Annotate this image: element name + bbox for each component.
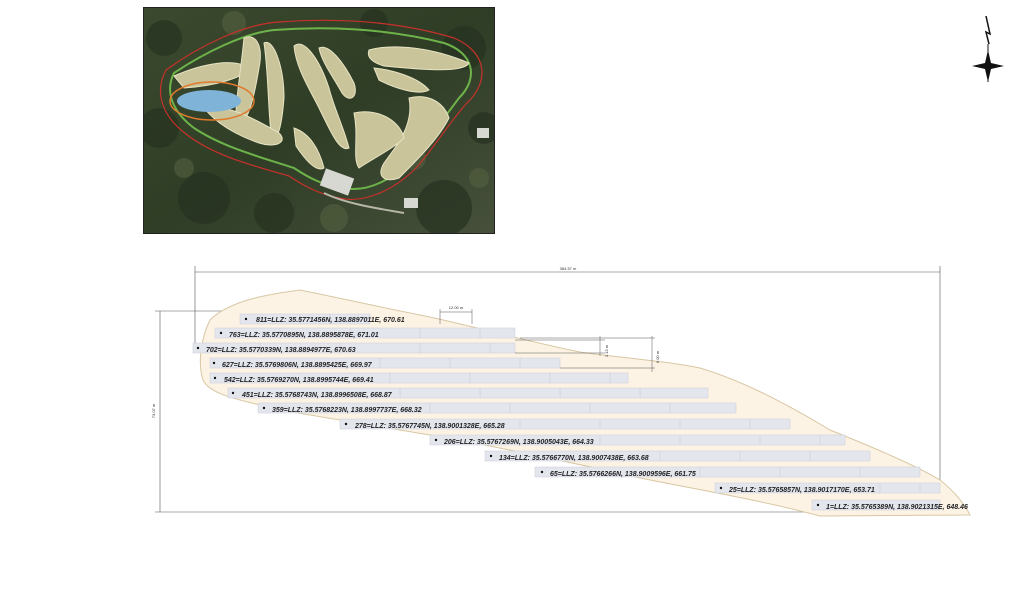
row-label: 811=LLZ: 35.5771456N, 138.8897011E, 670.… [256,317,405,324]
row-label: 206=LLZ: 35.5767269N, 138.9005043E, 664.… [443,439,594,446]
row-label: 451=LLZ: 35.5768743N, 138.8996508E, 668.… [241,392,393,399]
row-pitch-b-dimension: 6.00 m [655,350,660,363]
row-label: 1=LLZ: 35.5765389N, 138.9021315E, 648.46 [826,504,968,511]
row-label: 627=LLZ: 35.5769806N, 138.8895425E, 669.… [222,362,373,369]
row-label: 763=LLZ: 35.5770895N, 138.8895878E, 671.… [229,332,379,339]
overall-height-dimension: 73.07 m [151,403,156,418]
row-label: 25=LLZ: 35.5765857N, 138.9017170E, 653.7… [728,487,875,494]
row-label: 542=LLZ: 35.5769270N, 138.8995744E, 669.… [224,377,374,384]
row-pitch-a-dimension: 2.13 m [604,344,609,357]
overall-width-dimension: 384.57 m [560,266,577,271]
compass [970,14,1006,84]
row-label: 359=LLZ: 35.5768223N, 138.8997737E, 668.… [272,407,422,414]
north-arrow-icon [972,15,1004,82]
row-label: 702=LLZ: 35.5770339N, 138.8894977E, 670.… [206,347,356,354]
module-width-dimension: 12.00 m [449,305,464,310]
row-label: 278=LLZ: 35.5767745N, 138.9001328E, 665.… [354,423,505,430]
aerial-photo-golf-course [144,8,494,233]
row-label: 65=LLZ: 35.5766266N, 138.9009596E, 661.7… [550,471,696,478]
aerial-photo [143,7,495,234]
row-label: 134=LLZ: 35.5766770N, 138.9007438E, 663.… [499,455,649,462]
